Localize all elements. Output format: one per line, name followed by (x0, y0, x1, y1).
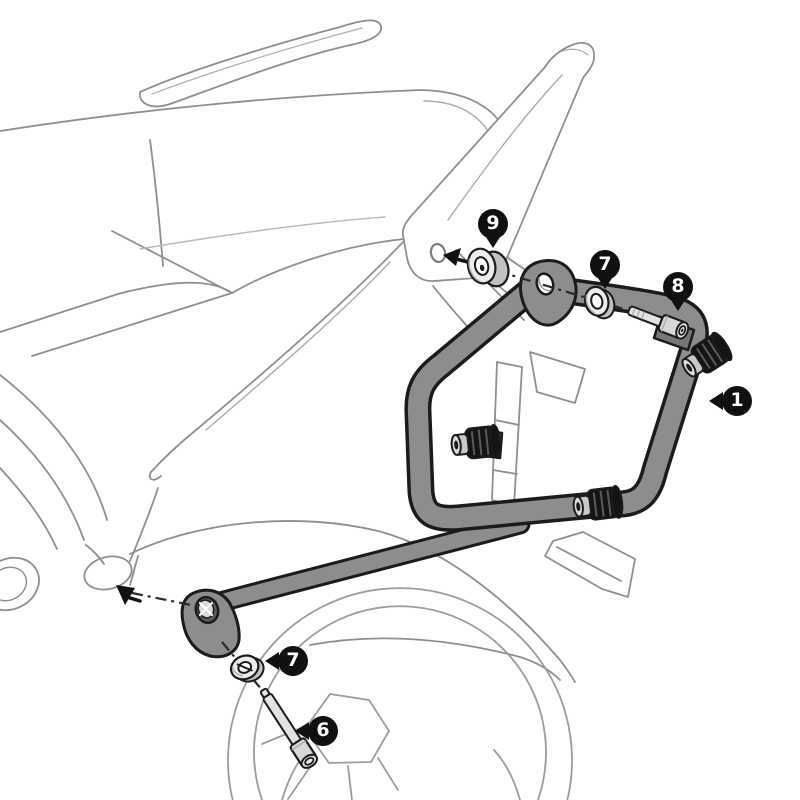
spoke (377, 757, 399, 791)
muffler-end (0, 556, 40, 612)
bolt-6 (259, 687, 319, 769)
bodywork-line (432, 285, 473, 333)
arrow-upper-tail (454, 257, 470, 264)
tab-hole-shade (538, 277, 552, 292)
grab-handle (139, 19, 383, 108)
seat-seam (149, 139, 164, 267)
callout-part-7-upper: 7 (590, 250, 620, 280)
rubber-buffer-top-right (681, 331, 733, 378)
boot-screw-slot (199, 602, 213, 616)
callout-part-9: 9 (478, 209, 508, 239)
callout-label: 7 (598, 252, 612, 275)
exhaust-line (0, 419, 85, 541)
exhaust-line (0, 374, 108, 521)
callout-label: 8 (671, 274, 685, 297)
rack-frame (180, 259, 709, 659)
seat-stitch-line (139, 216, 386, 250)
rim-arc-right (493, 749, 521, 800)
muffler-end-inner (0, 566, 28, 602)
callout-part-7-lower: 7 (278, 646, 308, 676)
mount-boss-lobe (83, 555, 133, 591)
grab-handle-contour (151, 27, 363, 95)
rack-strut (212, 516, 528, 610)
arrow-upper (443, 248, 461, 266)
rear-wheel (227, 587, 573, 800)
spoke (347, 765, 353, 800)
rubber-buffer-left (450, 423, 502, 460)
callout-label: 7 (286, 648, 300, 671)
arrow-lower-tail (125, 595, 142, 603)
seat-seam (31, 292, 233, 357)
rim-arc (253, 605, 547, 800)
axis-lower-a (131, 591, 197, 608)
tail-panel-edge (150, 240, 405, 473)
seat-seam (111, 230, 233, 294)
inner-bracket-notch (492, 469, 518, 475)
callout-part-8: 8 (663, 272, 693, 302)
grab-rail (401, 42, 595, 282)
bodywork-edge (85, 544, 105, 565)
grab-rail-knob-line (559, 48, 589, 56)
tail-panel-fold (205, 261, 391, 431)
exhaust-line (0, 467, 58, 550)
washer-7-lower (229, 654, 265, 683)
pointer-arrows (116, 248, 470, 605)
tail-panel-tip (148, 471, 162, 481)
tire-arc (227, 587, 573, 800)
arrow-lower (116, 585, 135, 605)
spacer-bushing-9 (466, 247, 510, 288)
rubber-buffer-bottom (572, 484, 624, 521)
rack-loop (407, 278, 706, 529)
washer-7-upper (583, 285, 616, 320)
callout-label: 1 (730, 388, 744, 411)
bodywork-edge (129, 487, 159, 562)
bolt-8 (627, 305, 690, 340)
callout-label: 9 (486, 211, 500, 234)
grab-rail-contour (447, 74, 563, 221)
inner-bracket-notch (494, 419, 520, 426)
tab-hole (535, 272, 555, 296)
motorcycle-line-art (0, 19, 636, 800)
inner-bracket-tab (529, 351, 586, 404)
rail-mount-hole (429, 242, 447, 264)
fender-edge-tick (129, 555, 139, 586)
footpeg-fin-fold (556, 546, 622, 582)
callout-part-1: 1 (722, 386, 752, 416)
callout-label: 6 (316, 718, 330, 741)
callout-part-6: 6 (308, 716, 338, 746)
